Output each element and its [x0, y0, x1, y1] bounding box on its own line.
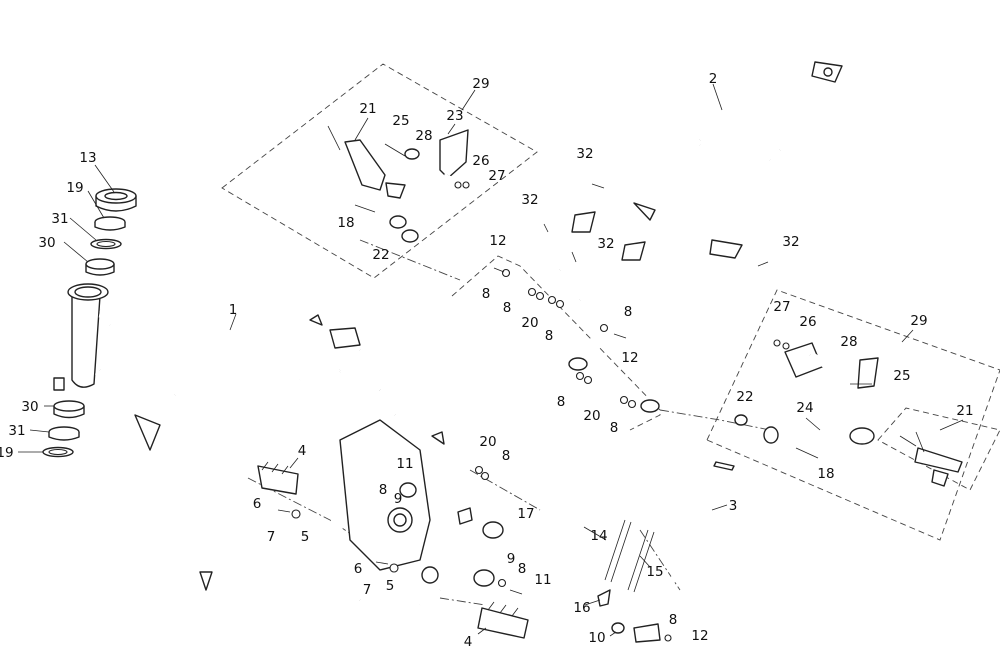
head-bearing-bottom-stack	[42, 400, 85, 458]
callout-19-lower: 19	[0, 445, 14, 461]
rear-subframe	[556, 61, 843, 413]
callout-1: 1	[229, 302, 238, 318]
callout-7-lower: 7	[363, 582, 372, 598]
bushings	[399, 482, 504, 587]
callout-29-upper: 29	[472, 76, 489, 92]
callout-9-lower: 9	[507, 551, 516, 567]
callout-8-g: 8	[502, 448, 511, 464]
lower-footrest-group-box	[706, 289, 1000, 541]
callout-7-upper: 7	[267, 529, 276, 545]
hardware-link-right	[469, 469, 541, 511]
callout-5-lower: 5	[386, 578, 395, 594]
callout-16: 16	[573, 600, 590, 616]
callout-30-upper: 30	[38, 235, 55, 251]
callout-12-a: 12	[489, 233, 506, 249]
callout-11-upper: 11	[396, 456, 413, 472]
callout-20-b: 20	[583, 408, 600, 424]
subframe-mount-box	[451, 255, 661, 431]
callout-2: 2	[709, 71, 718, 87]
callout-32-a: 32	[576, 146, 593, 162]
callout-8-a: 8	[482, 286, 491, 302]
callout-31-upper: 31	[51, 211, 68, 227]
callout-6-upper: 6	[253, 496, 262, 512]
callout-21-lower: 21	[956, 403, 973, 419]
callout-25-lower: 25	[893, 368, 910, 384]
head-bearing-top-stack	[85, 188, 137, 276]
callout-4-lower: 4	[464, 634, 473, 649]
callout-22-upper: 22	[372, 247, 389, 263]
callout-8-j: 8	[669, 612, 678, 628]
footpeg-lower	[477, 601, 529, 639]
callout-labels: 1 2 3 4 4 5 5 6 6 7 7 8 8 8 8 8 8 8 8 8 …	[0, 71, 974, 649]
footpeg-upper	[257, 461, 299, 495]
callout-18-lower: 18	[817, 466, 834, 482]
callout-6-lower: 6	[354, 561, 363, 577]
rear-link	[659, 409, 771, 431]
side-stand-assembly	[597, 461, 735, 643]
callout-27-upper: 27	[488, 168, 505, 184]
callout-32-b: 32	[521, 192, 538, 208]
footpeg-link-right	[439, 597, 486, 606]
callout-12-c: 12	[691, 628, 708, 644]
callout-5-upper: 5	[301, 529, 310, 545]
callout-12-b: 12	[621, 350, 638, 366]
callout-27-lower: 27	[773, 299, 790, 315]
callout-8-i: 8	[518, 561, 527, 577]
upper-footrest-assembly	[327, 125, 470, 243]
callout-31-lower: 31	[8, 423, 25, 439]
callout-11-lower: 11	[534, 572, 551, 588]
main-frame	[53, 283, 473, 617]
callout-13: 13	[79, 150, 96, 166]
footpeg-link-left	[247, 477, 361, 541]
callout-8-b: 8	[503, 300, 512, 316]
callout-28-lower: 28	[840, 334, 857, 350]
callout-23: 23	[446, 108, 463, 124]
side-stand-link	[639, 529, 681, 591]
callout-25-upper: 25	[392, 113, 409, 129]
callout-20-a: 20	[521, 315, 538, 331]
callout-8-h: 8	[379, 482, 388, 498]
callout-32-c: 32	[597, 236, 614, 252]
callout-3: 3	[729, 498, 738, 514]
callout-9-upper: 9	[394, 491, 403, 507]
bracket-link	[359, 239, 461, 281]
upper-footrest-group-box	[221, 63, 538, 279]
callout-32-d: 32	[782, 234, 799, 250]
callout-8-e: 8	[557, 394, 566, 410]
callout-20-c: 20	[479, 434, 496, 450]
callout-8-c: 8	[545, 328, 554, 344]
callout-29-lower: 29	[910, 313, 927, 329]
callout-24: 24	[796, 400, 813, 416]
callout-28-upper: 28	[415, 128, 432, 144]
callout-18-upper: 18	[337, 215, 354, 231]
callout-4-upper: 4	[298, 443, 307, 459]
callout-26-upper: 26	[472, 153, 489, 169]
callout-10: 10	[588, 630, 605, 646]
callout-8-f: 8	[610, 420, 619, 436]
callout-26-lower: 26	[799, 314, 816, 330]
callout-21-upper: 21	[359, 101, 376, 117]
lower-footrest-assembly	[734, 339, 963, 487]
callout-14: 14	[590, 528, 607, 544]
callout-8-d: 8	[624, 304, 633, 320]
callout-30-lower: 30	[21, 399, 38, 415]
callout-22-lower: 22	[736, 389, 753, 405]
callout-19-upper: 19	[66, 180, 83, 196]
washers-and-bolts	[277, 183, 769, 595]
callout-15: 15	[646, 564, 663, 580]
callout-17: 17	[517, 506, 534, 522]
callout-leaders	[18, 83, 964, 637]
